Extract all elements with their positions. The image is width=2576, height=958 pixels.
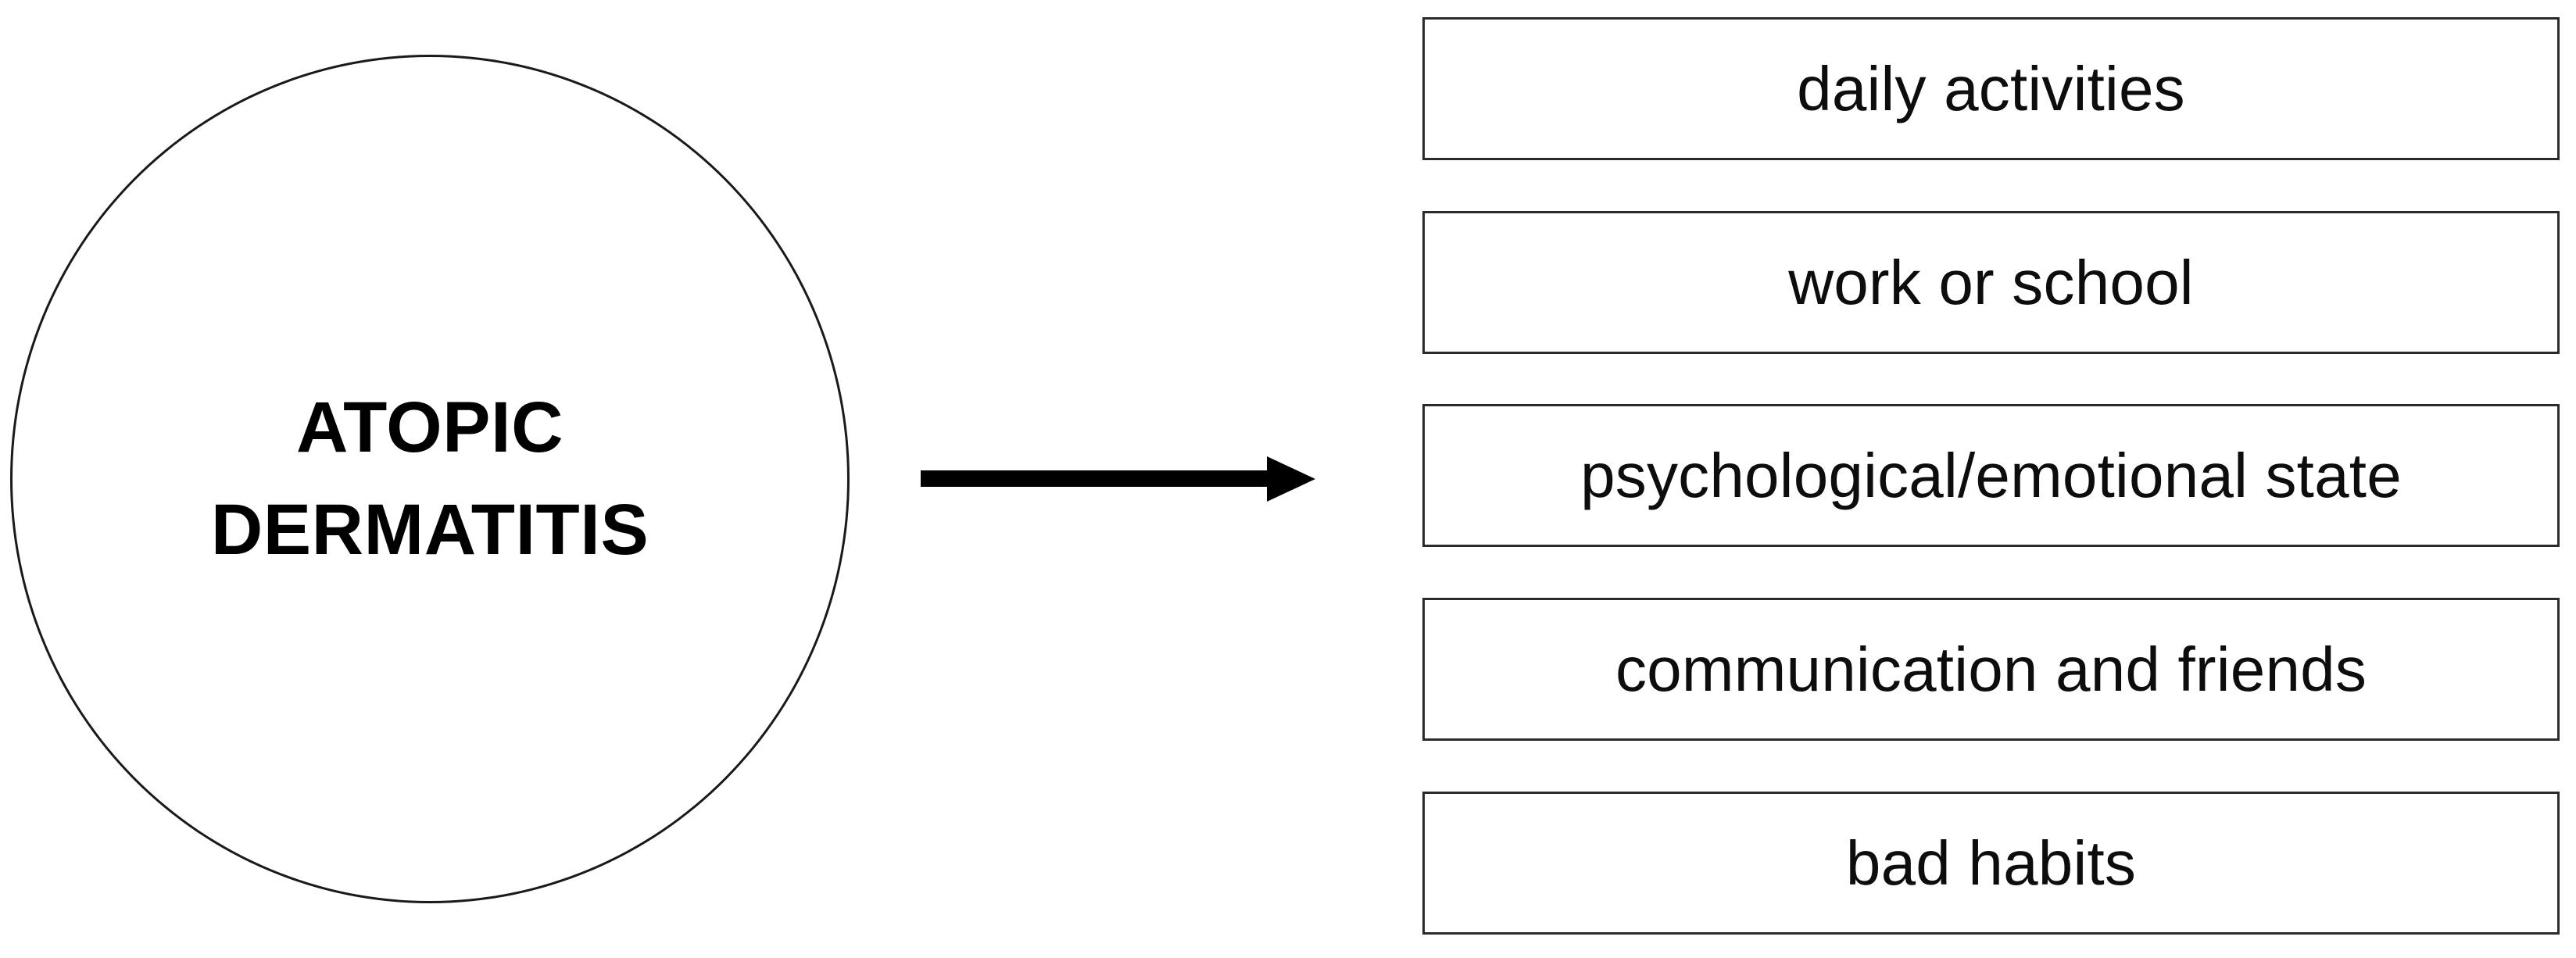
impact-box-work-or-school: work or school: [1422, 211, 2560, 354]
right-arrow-icon: [921, 456, 1315, 502]
impact-box-bad-habits: bad habits: [1422, 792, 2560, 935]
impact-box-label: work or school: [1788, 247, 2194, 317]
source-node-label-line-1: ATOPIC: [295, 388, 564, 468]
impact-box-communication-and-friends: communication and friends: [1422, 598, 2560, 741]
impact-box-label: bad habits: [1845, 828, 2137, 898]
impact-box-label: daily activities: [1797, 53, 2185, 123]
source-node-label: ATOPIC DERMATITIS: [211, 377, 649, 581]
impact-box-label: communication and friends: [1615, 634, 2367, 704]
impact-box-daily-activities: daily activities: [1422, 17, 2560, 160]
flow-arrow: [921, 453, 1319, 505]
impact-box-label: psychological/emotional state: [1580, 440, 2402, 510]
source-node-label-line-2: DERMATITIS: [210, 490, 649, 570]
source-node-circle: ATOPIC DERMATITIS: [10, 55, 850, 903]
impact-box-psychological-emotional-state: psychological/emotional state: [1422, 404, 2560, 547]
impact-box-list: daily activities work or school psycholo…: [1422, 0, 2560, 958]
